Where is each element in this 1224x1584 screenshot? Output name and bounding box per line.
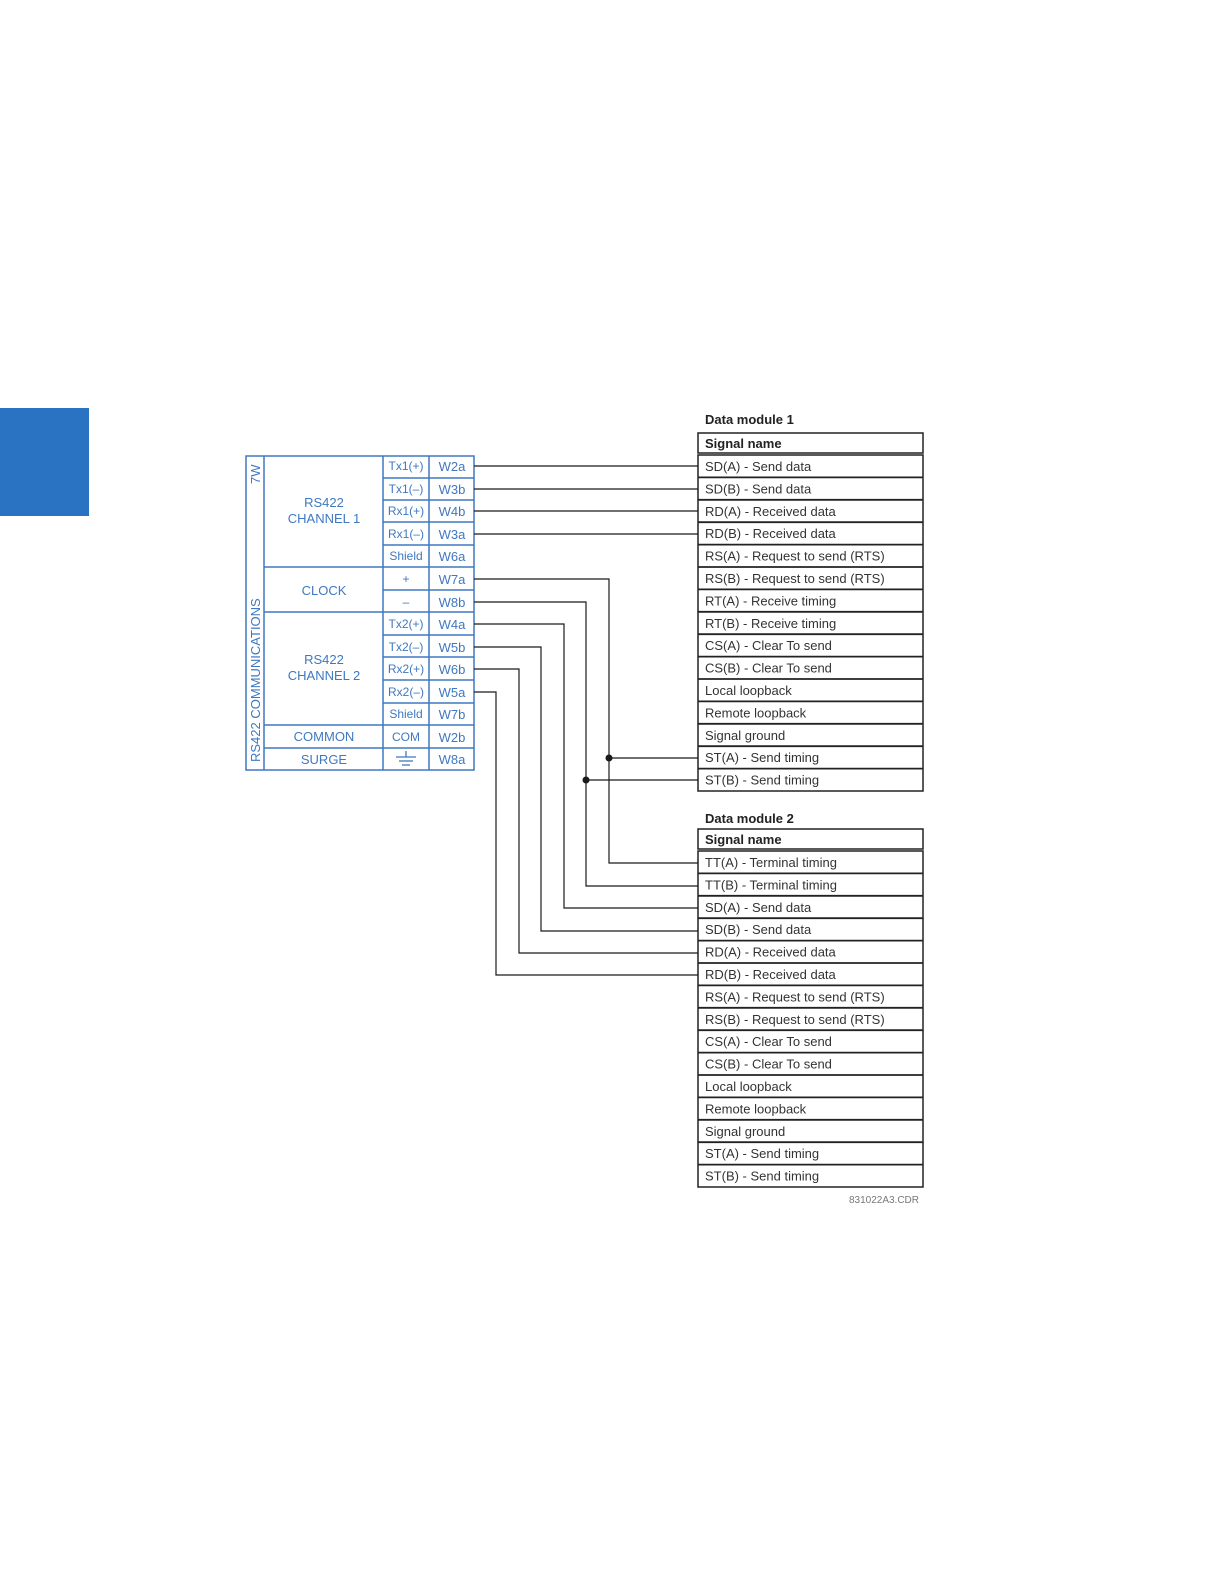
table-row: Local loopback [705,683,792,698]
module-vertical-label: RS422 COMMUNICATIONS [248,598,263,762]
module-terminal-label: W5b [439,640,466,655]
table-row: RD(A) - Received data [705,504,837,519]
module-terminal-label: W2a [439,459,467,474]
table-row: CS(A) - Clear To send [705,638,832,653]
group-label-surge: SURGE [301,752,348,767]
group-label-channel2-line2: CHANNEL 2 [288,668,360,683]
table-row: Signal ground [705,1124,785,1139]
module-signal-label: Tx1(–) [389,482,424,496]
table-row: RD(B) - Received data [705,967,837,982]
wires [474,465,698,976]
table-row: SD(B) - Send data [705,922,812,937]
data-module-title: Data module 2 [705,811,794,826]
module-signal-label: + [402,572,409,586]
module-terminal-label: W3a [439,527,467,542]
table-row: SD(B) - Send data [705,481,812,496]
module-terminal-label: W8b [439,595,466,610]
module-signal-label: Rx1(+) [388,504,424,518]
group-label-channel1-line1: RS422 [304,495,344,510]
table-row: RS(A) - Request to send (RTS) [705,989,885,1004]
data-module-title: Data module 1 [705,412,794,427]
module-signal-label: Rx1(–) [388,527,424,541]
table-row: ST(A) - Send timing [705,750,819,765]
table-header-box [697,432,924,454]
table-row: RS(B) - Request to send (RTS) [705,571,885,586]
table-row: ST(B) - Send timing [705,1169,819,1184]
drawing-id: 831022A3.CDR [849,1195,919,1206]
table-header-box [697,828,924,850]
module-terminal-label: W4a [439,617,467,632]
table-row: RS(B) - Request to send (RTS) [705,1012,885,1027]
table-row: TT(A) - Terminal timing [705,855,837,870]
table-row: RT(B) - Receive timing [705,616,836,631]
rs422-module [245,455,475,771]
group-label-clock: CLOCK [302,583,347,598]
table-row: RT(A) - Receive timing [705,593,836,608]
table-row: CS(B) - Clear To send [705,661,832,676]
table-row: CS(A) - Clear To send [705,1034,832,1049]
wire-w6b-rda [474,668,698,954]
junction-dots [582,754,613,784]
module-signal-label: Rx2(+) [388,662,424,676]
module-terminal-label: W7b [439,707,466,722]
table-row: Local loopback [705,1079,792,1094]
table-row: RS(A) - Request to send (RTS) [705,549,885,564]
module-signal-label: COM [392,730,420,744]
module-terminal-label: W6b [439,662,466,677]
table-row: SD(A) - Send data [705,900,812,915]
table-row: Remote loopback [705,1101,807,1116]
table-row: CS(B) - Clear To send [705,1057,832,1072]
module-signal-label: Shield [389,707,422,721]
table-header: Signal name [705,832,782,847]
module-signal-label: Tx1(+) [388,459,423,473]
module-signal-label: Tx2(+) [388,617,423,631]
wire-w4a-sda [474,623,698,909]
table-row: RD(A) - Received data [705,945,837,960]
junction-dot [582,776,590,784]
table-body-box [697,850,924,1188]
table-row: TT(B) - Terminal timing [705,877,837,892]
table-row: SD(A) - Send data [705,459,812,474]
table-row: Remote loopback [705,705,807,720]
table-row: ST(A) - Send timing [705,1146,819,1161]
module-terminal-label: W4b [439,504,466,519]
ground-icon [396,751,416,766]
section-tab [0,408,89,516]
wire-w8b-clock [474,601,698,887]
table-row: RD(B) - Received data [705,526,837,541]
module-signal-label: – [403,595,410,609]
table-row: ST(B) - Send timing [705,773,819,788]
table-body-box [697,454,924,792]
module-terminal-label: W8a [439,752,467,767]
wire-w5b-sdb [474,646,698,932]
module-terminal-label: W6a [439,549,467,564]
wire-w7a-clock [474,578,698,864]
module-terminal-label: W7a [439,572,467,587]
module-terminal-label: W2b [439,730,466,745]
module-slot-label: 7W [248,464,263,484]
table-row: Signal ground [705,728,785,743]
module-terminal-label: W3b [439,482,466,497]
module-signal-label: Rx2(–) [388,685,424,699]
wire-w5a-rdb [474,691,698,976]
group-label-channel1-line2: CHANNEL 1 [288,511,360,526]
table-header: Signal name [705,436,782,451]
module-signal-label: Shield [389,549,422,563]
group-label-common: COMMON [294,729,355,744]
module-signal-label: Tx2(–) [389,640,424,654]
junction-dot [605,754,613,762]
module-terminal-label: W5a [439,685,467,700]
group-label-channel2-line1: RS422 [304,652,344,667]
